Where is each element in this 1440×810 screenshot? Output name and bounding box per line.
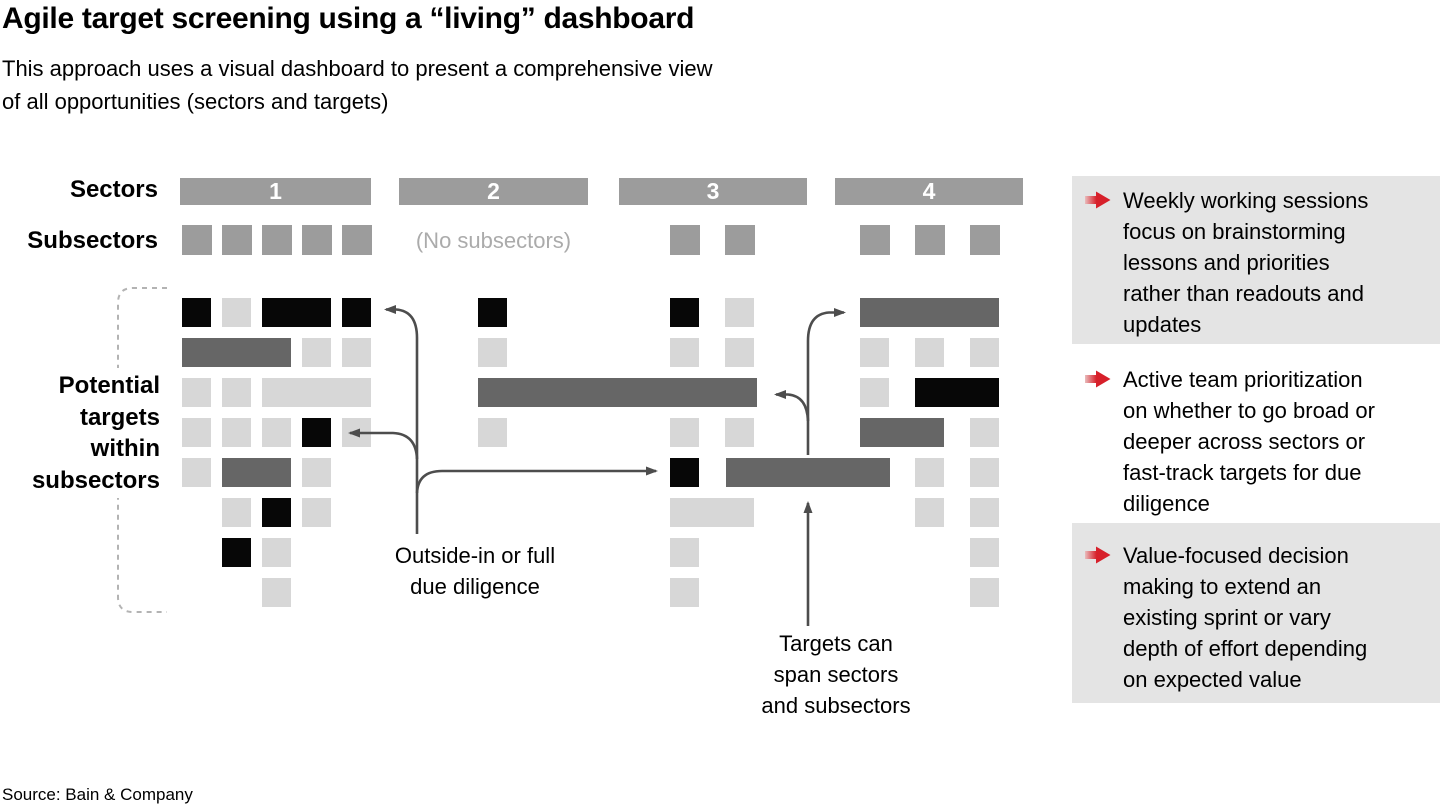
target-cell <box>182 378 211 407</box>
target-cell <box>262 538 291 567</box>
arrow-to-sector4-bar <box>806 308 846 455</box>
subsector-square <box>262 225 292 255</box>
target-cell <box>860 418 944 447</box>
target-cell <box>725 338 754 367</box>
target-cell <box>262 418 291 447</box>
target-cell <box>915 458 944 487</box>
subsector-square <box>970 225 1000 255</box>
target-cell <box>222 538 251 567</box>
source-note: Source: Bain & Company <box>2 785 193 804</box>
target-cell <box>670 498 754 527</box>
target-cell <box>342 338 371 367</box>
subsector-square <box>222 225 252 255</box>
page-subtitle: This approach uses a visual dashboard to… <box>2 52 713 118</box>
no-subsectors-note: (No subsectors) <box>415 228 572 253</box>
bullet-box-1-bg <box>1072 176 1440 344</box>
target-cell <box>915 498 944 527</box>
target-cell <box>302 498 331 527</box>
arrow-to-long-bar <box>774 390 810 422</box>
target-cell <box>970 458 999 487</box>
target-cell <box>670 458 699 487</box>
target-cell <box>302 418 331 447</box>
target-cell <box>725 418 754 447</box>
target-cell <box>970 578 999 607</box>
target-cell <box>860 378 889 407</box>
subsector-square <box>860 225 890 255</box>
target-cell <box>478 338 507 367</box>
target-cell <box>725 298 754 327</box>
target-cell <box>182 458 211 487</box>
bullet-value-decisions: Value-focused decision making to extend … <box>1072 523 1440 703</box>
target-cell <box>478 298 507 327</box>
target-cell <box>222 418 251 447</box>
subsector-square <box>302 225 332 255</box>
target-cell <box>970 338 999 367</box>
target-cell <box>860 338 889 367</box>
page-title: Agile target screening using a “living” … <box>2 2 695 35</box>
target-cell <box>670 298 699 327</box>
sector-bar-4: 4 <box>835 178 1023 205</box>
subsector-square <box>725 225 755 255</box>
target-cell <box>222 298 251 327</box>
target-cell <box>302 338 331 367</box>
target-cell <box>262 298 331 327</box>
target-cell <box>970 418 999 447</box>
target-cell <box>182 418 211 447</box>
target-cell <box>478 378 757 407</box>
bullet-box-3-bg <box>1072 523 1440 703</box>
target-cell <box>670 578 699 607</box>
target-cell <box>342 418 371 447</box>
subsectors-row-label: Subsectors <box>27 227 158 254</box>
target-cell <box>262 378 371 407</box>
due-diligence-annotation: Outside-in or full due diligence <box>394 543 556 599</box>
target-cell <box>222 498 251 527</box>
bullet-weekly-sessions: Weekly working sessions focus on brainst… <box>1072 176 1440 344</box>
bullet-team-prioritization: Active team prioritization on whether to… <box>1072 355 1440 516</box>
red-arrow-icon <box>1085 546 1111 564</box>
sector-bar-2: 2 <box>399 178 588 205</box>
subsector-square <box>670 225 700 255</box>
arrow-to-sector3-target <box>415 466 658 494</box>
target-cell <box>670 538 699 567</box>
target-cell <box>302 458 331 487</box>
subsector-square <box>915 225 945 255</box>
target-cell <box>262 578 291 607</box>
target-cell <box>860 298 999 327</box>
target-cell <box>478 418 507 447</box>
target-cell <box>670 418 699 447</box>
potential-targets-label: Potential targets within subsectors <box>0 368 160 498</box>
target-cell <box>970 498 999 527</box>
sector-bar-3: 3 <box>619 178 807 205</box>
target-cell <box>670 338 699 367</box>
span-annotation: Targets can span sectors and subsectors <box>761 631 911 718</box>
subsector-square <box>182 225 212 255</box>
sector-bar-1: 1 <box>180 178 371 205</box>
sectors-row-label: Sectors <box>69 176 158 203</box>
target-cell <box>182 338 291 367</box>
subtitle-line: of all opportunities (sectors and target… <box>2 89 389 114</box>
target-cell <box>915 378 999 407</box>
target-cell <box>222 458 291 487</box>
target-cell <box>222 378 251 407</box>
subsector-square <box>342 225 372 255</box>
arrow-to-top-target <box>384 305 419 534</box>
target-cell <box>726 458 890 487</box>
target-cell <box>970 538 999 567</box>
subtitle-line: This approach uses a visual dashboard to… <box>2 56 713 81</box>
target-cell <box>262 498 291 527</box>
red-arrow-icon <box>1085 370 1111 388</box>
target-cell <box>342 298 371 327</box>
target-cell <box>182 298 211 327</box>
red-arrow-icon <box>1085 191 1111 209</box>
target-cell <box>915 338 944 367</box>
